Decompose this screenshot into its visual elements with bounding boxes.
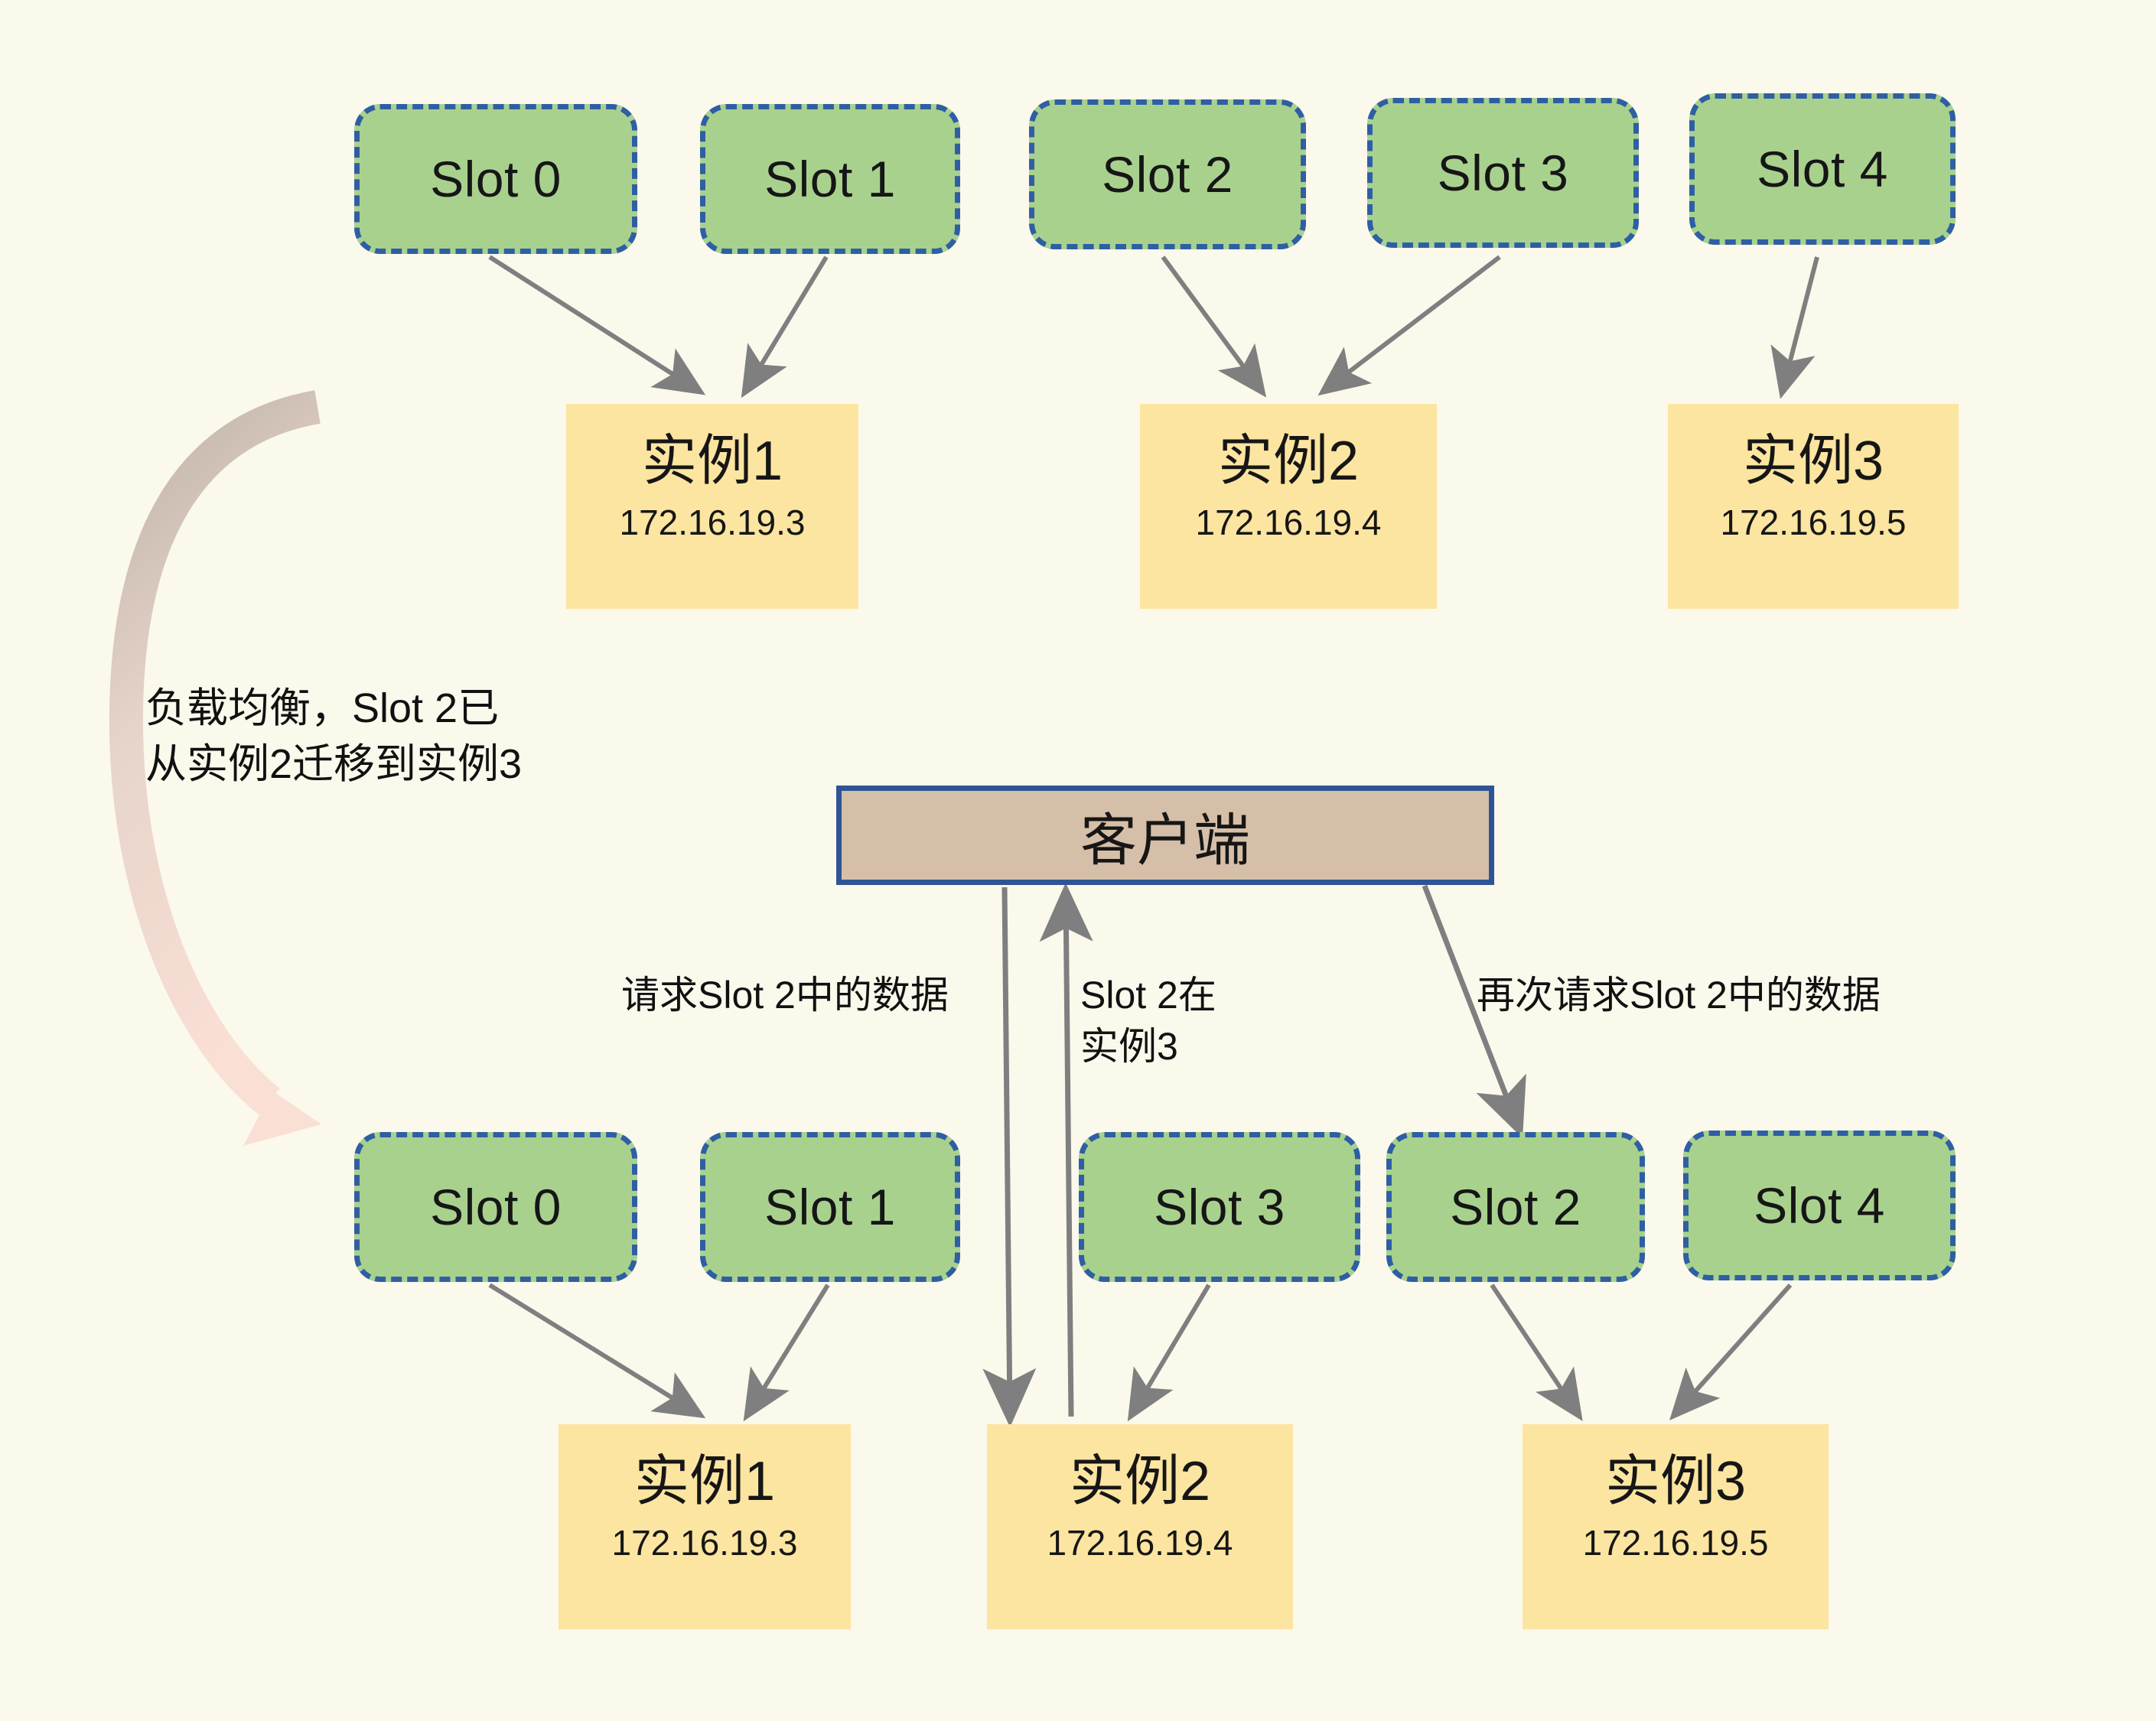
bottom-instance-3[interactable]: 实例3 172.16.19.5 [1523,1424,1829,1629]
bottom-instance-2[interactable]: 实例2 172.16.19.4 [987,1424,1293,1629]
slot-label: Slot 0 [430,151,562,207]
instance-name: 实例1 [641,431,783,492]
instance-ip: 172.16.19.5 [1582,1522,1769,1563]
top-slot-2[interactable]: Slot 2 [1029,99,1306,249]
migration-annotation: 负载均衡，Slot 2已 从实例2迁移到实例3 [145,685,523,788]
instance-name: 实例2 [1217,431,1360,492]
instance-name: 实例1 [633,1451,776,1512]
client-box[interactable]: 客户端 [836,786,1494,885]
instance-name: 实例3 [1742,431,1884,492]
instance-name: 实例3 [1604,1451,1747,1512]
bottom-slot-2[interactable]: Slot 2 [1386,1132,1645,1282]
instance-ip: 172.16.19.4 [1195,502,1382,542]
slot-label: Slot 4 [1754,1177,1885,1234]
slot-label: Slot 0 [430,1179,562,1235]
instance-ip: 172.16.19.3 [619,502,806,542]
bottom-slot-4[interactable]: Slot 4 [1683,1131,1956,1280]
client-label: 客户端 [1080,808,1250,872]
top-slot-1[interactable]: Slot 1 [700,104,960,254]
bottom-instance-1[interactable]: 实例1 172.16.19.3 [559,1424,851,1629]
redirect-reply-annotation: Slot 2在 实例3 [1080,974,1216,1068]
instance-ip: 172.16.19.4 [1047,1522,1233,1563]
bottom-slot-instance-edges [488,1283,1793,1422]
instance-ip: 172.16.19.5 [1720,502,1907,542]
top-slot-4[interactable]: Slot 4 [1689,93,1956,245]
top-slot-instance-edges [488,255,1819,399]
top-instance-2[interactable]: 实例2 172.16.19.4 [1140,404,1437,609]
top-instance-3[interactable]: 实例3 172.16.19.5 [1668,404,1959,609]
top-slot-0[interactable]: Slot 0 [354,104,637,254]
bottom-slot-1[interactable]: Slot 1 [700,1132,960,1282]
bottom-slot-3[interactable]: Slot 3 [1079,1132,1360,1282]
slot-label: Slot 1 [764,1179,896,1235]
slot-label: Slot 3 [1437,145,1569,201]
slot-label: Slot 2 [1450,1179,1581,1235]
client-instance2-edges [982,883,1093,1427]
slot-label: Slot 2 [1102,146,1233,203]
top-instance-1[interactable]: 实例1 172.16.19.3 [566,404,858,609]
instance-name: 实例2 [1069,1451,1211,1512]
request-again-annotation: 再次请求Slot 2中的数据 [1477,974,1881,1017]
request-slot2-annotation: 请求Slot 2中的数据 [621,974,949,1017]
top-slot-3[interactable]: Slot 3 [1367,98,1639,248]
slot-label: Slot 3 [1154,1179,1285,1235]
bottom-slot-0[interactable]: Slot 0 [354,1132,637,1282]
slot-label: Slot 4 [1757,141,1888,197]
instance-ip: 172.16.19.3 [611,1522,798,1563]
slot-label: Slot 1 [764,151,896,207]
